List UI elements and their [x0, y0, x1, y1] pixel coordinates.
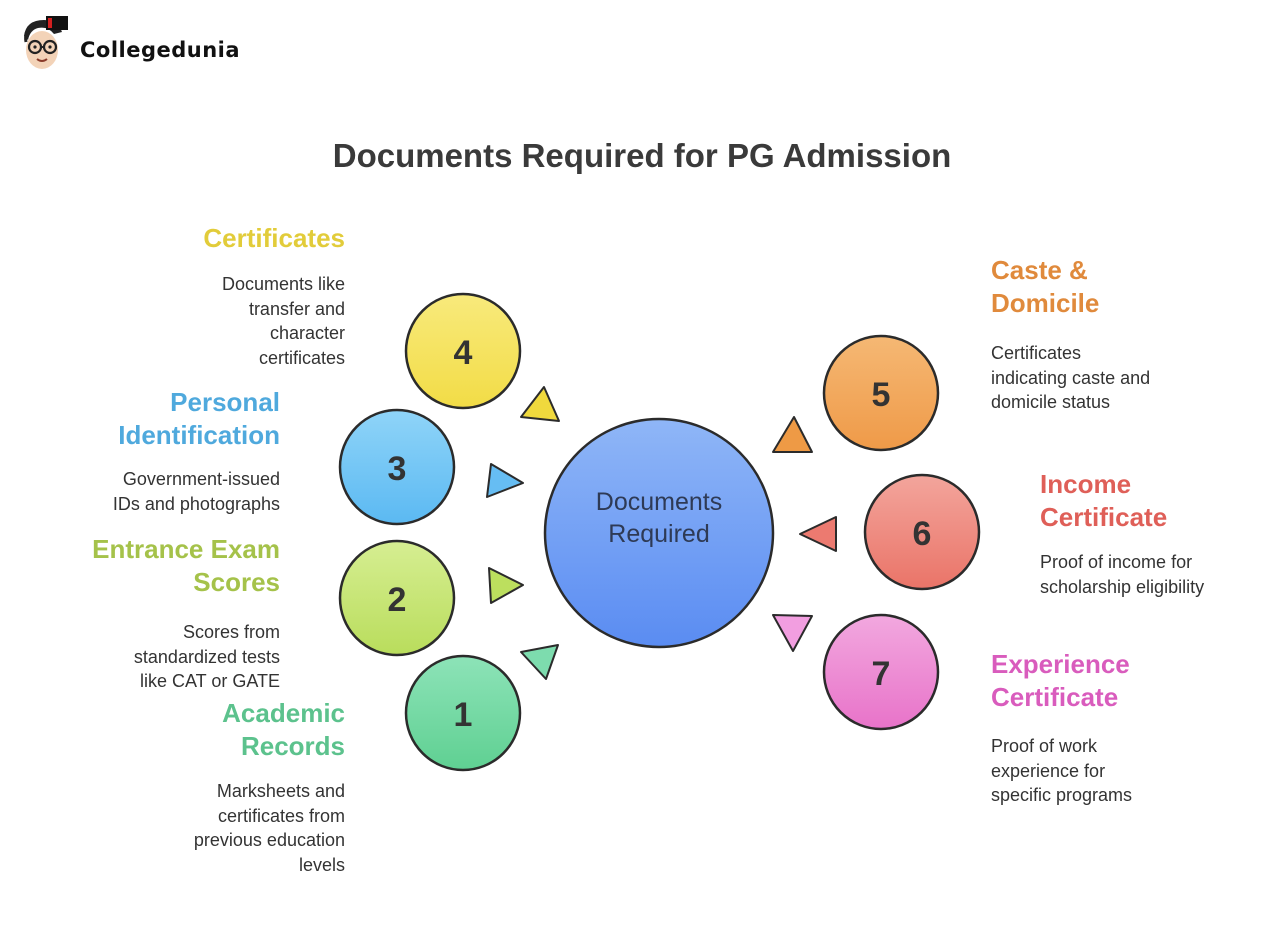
desc-line: scholarship eligibility	[1040, 576, 1205, 597]
item-title-line: Caste &	[991, 255, 1088, 285]
item-title-line: Personal	[170, 387, 280, 417]
item-title-line: Academic	[222, 698, 345, 728]
arrow-6	[799, 516, 837, 552]
node-2: 2	[338, 539, 456, 657]
node-number: 7	[872, 655, 891, 693]
center-label-line1: Documents	[596, 488, 722, 516]
desc-line: transfer and	[248, 298, 345, 319]
diagram-title: Documents Required for PG Admission	[332, 137, 952, 174]
item-title-line: Income	[1040, 469, 1132, 499]
item-3-desc: Government-issued IDs and photographs	[113, 467, 280, 516]
item-title-line: Entrance Exam	[92, 534, 280, 564]
node-1: 1	[404, 654, 522, 772]
item-5-desc: Certificates indicating caste and domici…	[991, 341, 1150, 415]
item-1-title: Academic Records	[222, 697, 345, 763]
item-2-title: Entrance Exam Scores	[92, 533, 280, 599]
node-3: 3	[338, 408, 456, 526]
item-6-title: Income Certificate	[1040, 468, 1167, 534]
item-4-title: Certificates	[203, 222, 345, 255]
arrow-2	[488, 567, 524, 604]
arrow-7	[772, 614, 813, 652]
node-number: 1	[454, 696, 473, 734]
item-title-line: Records	[240, 731, 345, 761]
node-number: 2	[388, 581, 407, 619]
item-7-title: Experience Certificate	[991, 648, 1130, 714]
item-title-line: Domicile	[991, 288, 1100, 318]
arrow-1	[520, 644, 559, 680]
item-title-line: Identification	[118, 420, 280, 450]
brand-name: Collegedunia	[80, 38, 241, 62]
desc-line: indicating caste and	[991, 367, 1151, 388]
center-node: Documents Required	[543, 417, 775, 649]
desc-line: Marksheets and	[216, 781, 345, 801]
node-7: 7	[822, 613, 940, 731]
node-number: 6	[913, 515, 932, 553]
desc-line: IDs and photographs	[112, 493, 280, 514]
desc-line: Documents like	[221, 274, 345, 294]
item-title-line: Certificates	[203, 223, 345, 253]
node-5: 5	[822, 334, 940, 452]
node-6: 6	[863, 473, 981, 591]
desc-line: character	[269, 323, 345, 343]
desc-line: certificates from	[217, 805, 345, 826]
node-number: 3	[388, 450, 407, 488]
item-7-desc: Proof of work experience for specific pr…	[991, 734, 1132, 808]
brand-logo	[18, 14, 268, 74]
desc-line: domicile status	[991, 392, 1111, 412]
item-title-line: Experience	[991, 649, 1130, 679]
desc-line: certificates	[258, 347, 345, 368]
desc-line: Government-issued	[122, 469, 280, 489]
desc-line: specific programs	[991, 785, 1133, 805]
center-label-line2: Required	[608, 520, 709, 548]
desc-line: Proof of work	[991, 736, 1098, 756]
item-2-desc: Scores from standardized tests like CAT …	[134, 620, 280, 694]
desc-line: previous education	[193, 830, 345, 850]
desc-line: Proof of income for	[1040, 552, 1193, 572]
item-5-title: Caste & Domicile	[991, 254, 1099, 320]
desc-line: experience for	[991, 760, 1106, 781]
mascot-icon	[24, 16, 68, 69]
node-number: 5	[872, 376, 891, 414]
arrow-5	[772, 416, 813, 453]
desc-line: Scores from	[182, 622, 280, 642]
desc-line: Certificates	[991, 343, 1082, 363]
item-title-line: Certificate	[991, 682, 1119, 712]
desc-line: levels	[298, 854, 345, 875]
desc-line: like CAT or GATE	[139, 671, 280, 691]
arrow-3	[486, 463, 524, 498]
node-number: 4	[454, 334, 473, 372]
item-title-line: Certificate	[1040, 502, 1168, 532]
desc-line: standardized tests	[133, 646, 280, 667]
item-4-desc: Documents like transfer and character ce…	[222, 272, 345, 370]
item-1-desc: Marksheets and certificates from previou…	[194, 779, 345, 877]
item-3-title: Personal Identification	[118, 386, 280, 452]
node-4: 4	[404, 292, 522, 410]
arrow-4	[520, 386, 560, 422]
item-title-line: Scores	[193, 567, 280, 597]
item-6-desc: Proof of income for scholarship eligibil…	[1040, 550, 1204, 599]
